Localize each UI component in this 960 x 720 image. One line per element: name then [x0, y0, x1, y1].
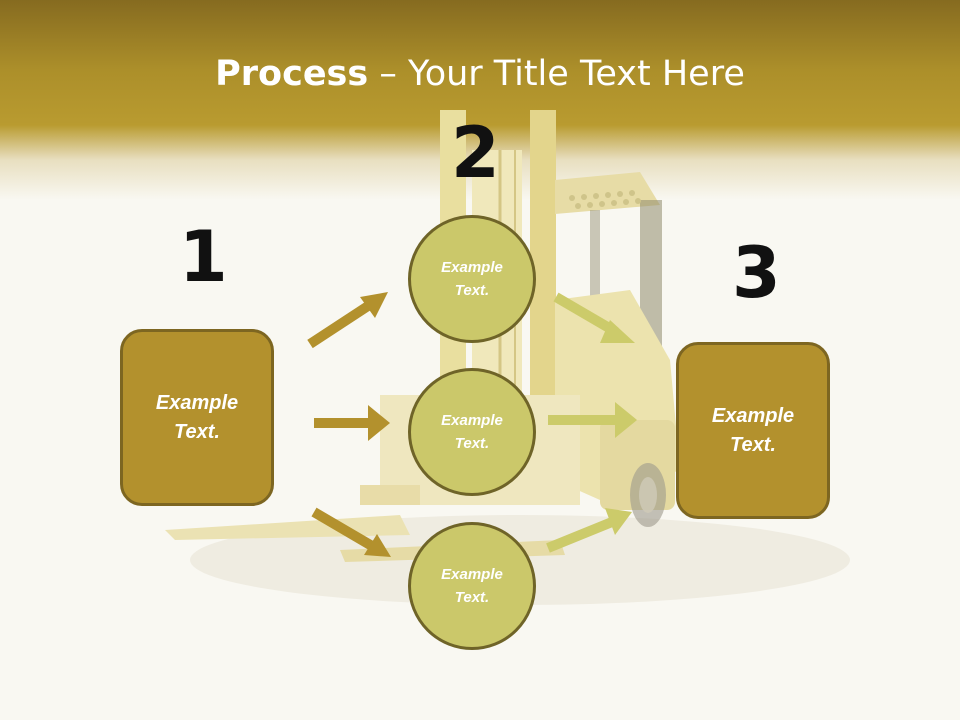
circle-middle-text: Example Text. — [441, 412, 503, 452]
circle-top: Example Text. — [408, 215, 536, 343]
arrow-1-to-circle-middle — [314, 405, 390, 441]
circle-top-text: Example Text. — [441, 259, 503, 299]
arrow-1-to-circle-top — [307, 292, 388, 349]
step-number-3: 3 — [732, 232, 781, 314]
circle-middle: Example Text. — [408, 368, 536, 496]
circle-bottom-text: Example Text. — [441, 566, 503, 606]
circle-bottom: Example Text. — [408, 522, 536, 650]
arrow-1-to-circle-bottom — [311, 507, 391, 557]
step-1-box: Example Text. — [120, 329, 274, 506]
arrow-circle-bottom-to-3 — [546, 508, 632, 553]
step-number-2: 2 — [451, 112, 500, 194]
title-rest: – Your Title Text Here — [368, 54, 745, 94]
step-1-text: Example Text. — [155, 391, 239, 443]
step-number-1: 1 — [179, 216, 228, 298]
arrow-circle-middle-to-3 — [548, 402, 637, 438]
step-3-box: Example Text. — [676, 342, 830, 519]
title-bold: Process — [215, 54, 369, 94]
slide-title: Process – Your Title Text Here — [0, 52, 960, 96]
step-3-text: Example Text. — [711, 404, 795, 456]
arrow-circle-top-to-3 — [553, 292, 635, 343]
